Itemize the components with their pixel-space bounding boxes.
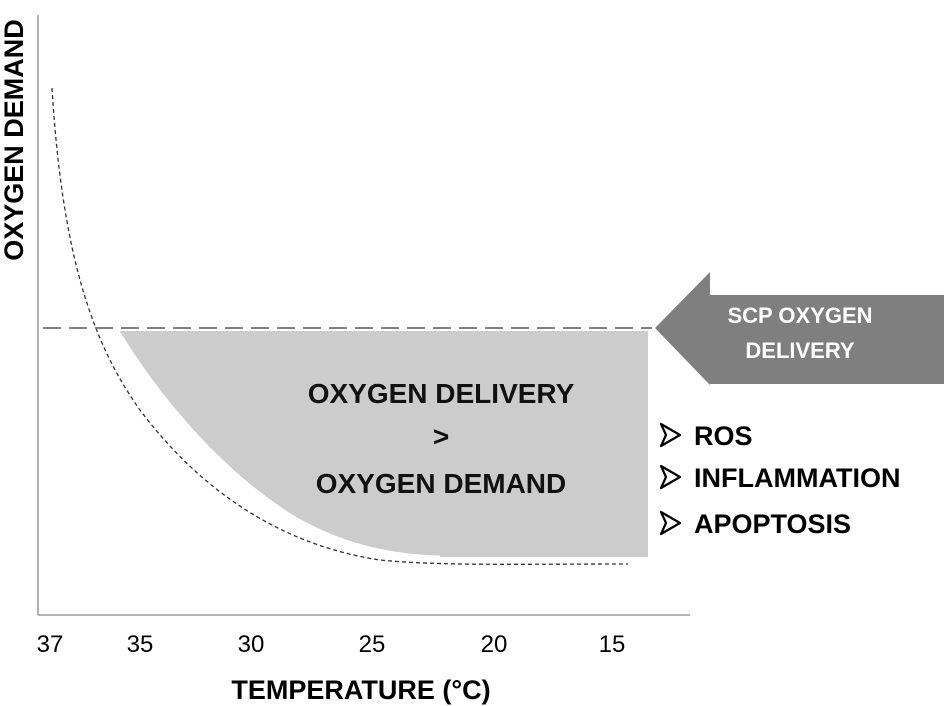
oxygen-demand-curve <box>51 87 629 565</box>
bullet-label: APOPTOSIS <box>694 509 851 539</box>
arrow-bullet-icon <box>659 510 682 536</box>
x-tick-label: 30 <box>238 631 265 658</box>
x-tick-label: 15 <box>599 631 626 658</box>
bullet-item: ROS <box>659 421 753 451</box>
bullet-item: INFLAMMATION <box>659 463 900 493</box>
arrow-bullet-icon <box>659 422 682 448</box>
x-tick-label: 37 <box>37 631 64 658</box>
x-tick-label: 35 <box>127 631 154 658</box>
arrow-label-line2: DELIVERY <box>745 338 855 363</box>
region-text-line1: OXYGEN DELIVERY <box>308 378 575 409</box>
arrow-bullet-icon <box>659 464 682 490</box>
x-tick-label: 25 <box>359 631 386 658</box>
y-axis-title: OXYGEN DEMAND <box>0 19 29 261</box>
bullet-label: INFLAMMATION <box>694 463 900 493</box>
region-text-line2: > <box>433 421 449 452</box>
region-boundary-highlight <box>116 330 441 559</box>
left-arrow-icon <box>655 272 944 385</box>
bullet-label: ROS <box>694 421 753 451</box>
x-tick-label: 20 <box>481 631 508 658</box>
region-text-line3: OXYGEN DEMAND <box>316 468 566 499</box>
arrow-label-line1: SCP OXYGEN <box>727 303 872 328</box>
bullet-item: APOPTOSIS <box>659 509 851 539</box>
x-axis-title: TEMPERATURE (°C) <box>231 675 490 705</box>
surplus-delivery-region <box>118 331 648 557</box>
